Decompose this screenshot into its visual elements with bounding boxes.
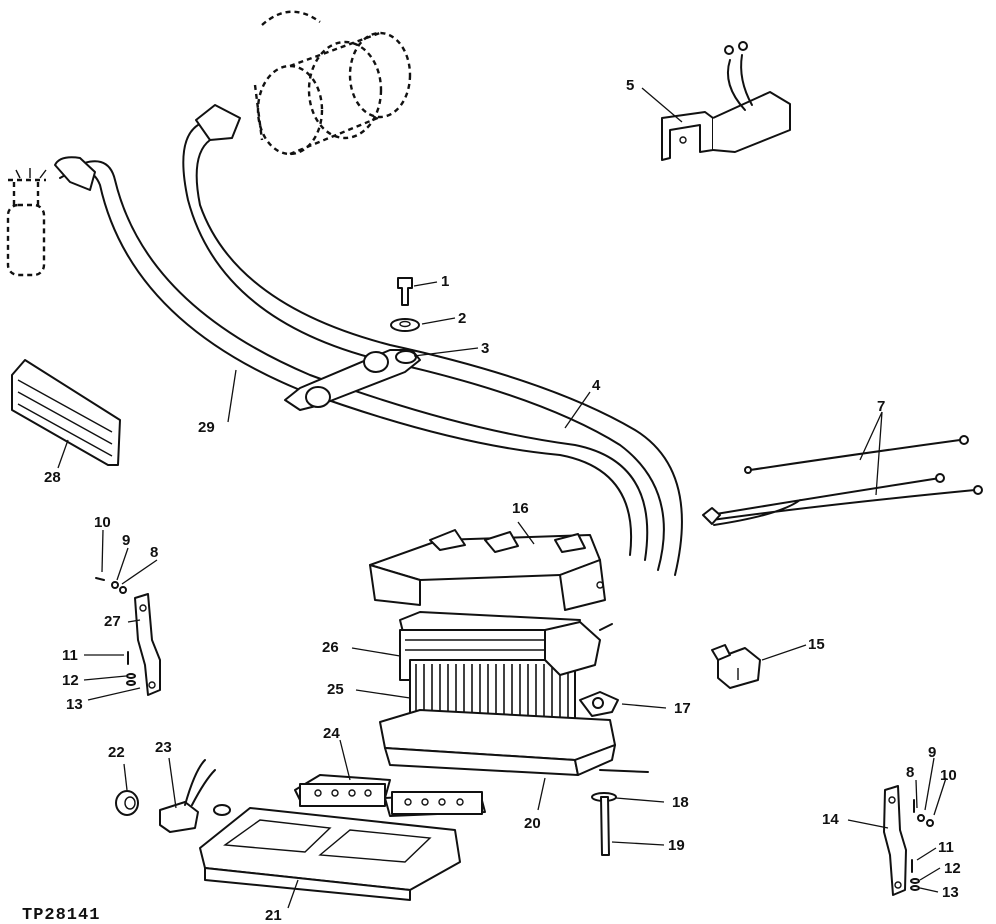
blower-switch xyxy=(159,759,231,833)
figure-id: TP28141 xyxy=(22,906,100,924)
callout-13-left: 13 xyxy=(66,696,83,713)
callout-7: 7 xyxy=(877,398,885,415)
relay-bracket xyxy=(661,41,791,161)
callout-27: 27 xyxy=(104,613,121,630)
drain-tube xyxy=(591,792,617,856)
callout-9-right: 9 xyxy=(928,744,936,761)
callout-17: 17 xyxy=(674,700,691,717)
callout-24: 24 xyxy=(323,725,340,742)
hose-clamp-assembly xyxy=(284,277,421,411)
callout-12-right: 12 xyxy=(944,860,961,877)
callout-3: 3 xyxy=(481,340,489,357)
callout-1: 1 xyxy=(441,273,449,290)
callout-8-left: 8 xyxy=(150,544,158,561)
callout-22: 22 xyxy=(108,744,125,761)
callout-12-left: 12 xyxy=(62,672,79,689)
callout-29: 29 xyxy=(198,419,215,436)
callout-28: 28 xyxy=(44,469,61,486)
callout-labels: 1 2 3 4 5 7 8 8 9 9 10 10 11 11 12 12 13… xyxy=(44,77,961,924)
control-knob xyxy=(115,790,139,816)
callout-11-right: 11 xyxy=(938,839,954,856)
callout-4: 4 xyxy=(592,377,601,394)
callout-5: 5 xyxy=(626,77,634,94)
louver-grille xyxy=(199,807,461,901)
relay xyxy=(711,644,761,689)
wiring-harness xyxy=(702,435,983,526)
evaporator-core xyxy=(399,611,613,733)
leader-lines xyxy=(57,87,947,909)
callout-15: 15 xyxy=(808,636,825,653)
callout-23: 23 xyxy=(155,739,172,756)
callout-18: 18 xyxy=(672,794,689,811)
callout-20: 20 xyxy=(524,815,541,832)
callout-10-right: 10 xyxy=(940,767,957,784)
callout-8-right: 8 xyxy=(906,764,914,781)
callout-14: 14 xyxy=(822,811,839,828)
drain-pan xyxy=(379,709,649,776)
callout-13-right: 13 xyxy=(942,884,959,901)
callout-19: 19 xyxy=(668,837,685,854)
air-vent xyxy=(11,359,121,466)
mounting-bracket-right xyxy=(883,785,934,896)
receiver-drier-outline xyxy=(6,168,47,277)
callout-10-left: 10 xyxy=(94,514,111,531)
air-filters xyxy=(294,774,486,817)
mounting-bracket-left xyxy=(95,577,161,696)
compressor-outline xyxy=(253,10,412,156)
callout-2: 2 xyxy=(458,310,466,327)
callout-9-left: 9 xyxy=(122,532,130,549)
callout-25: 25 xyxy=(327,681,344,698)
callout-11-left: 11 xyxy=(62,647,78,664)
refrigerant-hoses xyxy=(54,104,683,576)
evaporator-cover xyxy=(369,529,606,611)
thermostat-switch xyxy=(579,691,619,717)
callout-26: 26 xyxy=(322,639,339,656)
callout-21: 21 xyxy=(265,907,282,924)
callout-16: 16 xyxy=(512,500,529,517)
